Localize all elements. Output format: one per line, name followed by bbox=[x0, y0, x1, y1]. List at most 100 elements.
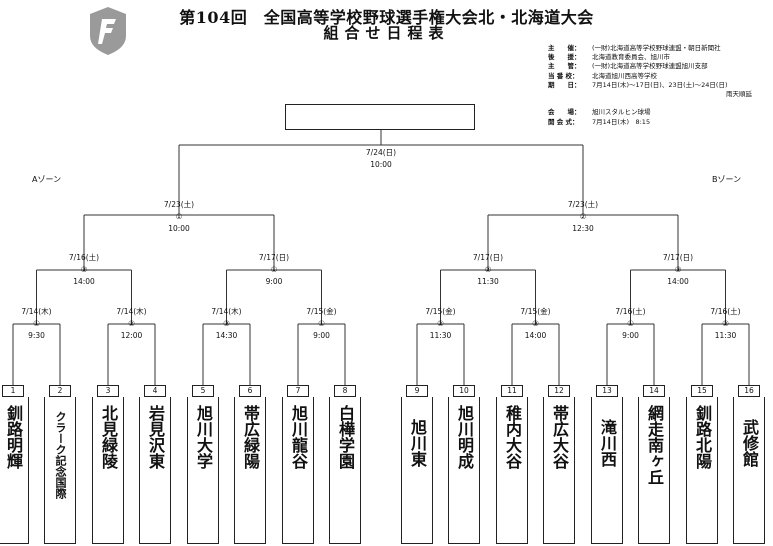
team-name: 武修館 bbox=[740, 419, 759, 467]
semifinal-match-label: 7/23(土) ① 10:00 bbox=[149, 199, 209, 235]
team-box: 旭川明成 bbox=[448, 397, 480, 544]
match-date: 7/16(土) bbox=[615, 307, 646, 316]
match-game: ③ bbox=[532, 319, 539, 328]
info-value: 雨天順延 bbox=[726, 90, 752, 99]
match-date: 7/16(土) bbox=[710, 307, 741, 316]
quarterfinal-match-label: 7/17(日) ③ 14:00 bbox=[648, 252, 708, 288]
champion-box bbox=[285, 104, 475, 130]
info-value: (一財)北海道高等学校野球連盟・朝日新聞社 bbox=[592, 44, 721, 52]
match-date: 7/23(土) bbox=[567, 200, 599, 209]
team-name: クラーク記念国際 bbox=[54, 411, 67, 499]
match-game: ① bbox=[270, 265, 278, 274]
team-number: 8 bbox=[334, 385, 356, 397]
match-date: 7/17(日) bbox=[258, 253, 290, 262]
match-date: 7/24(日) bbox=[365, 148, 397, 157]
team-number: 10 bbox=[453, 385, 475, 397]
team-number: 1 bbox=[2, 385, 24, 397]
match-game: ② bbox=[437, 319, 444, 328]
match-game: ① bbox=[175, 212, 183, 221]
match-game: ③ bbox=[80, 265, 88, 274]
match-time: 14:30 bbox=[215, 331, 238, 340]
info-label: 主 催： bbox=[548, 44, 581, 52]
team-number: 5 bbox=[192, 385, 214, 397]
info-value: 7月14日(木) 8:15 bbox=[592, 117, 651, 126]
team-name: 滝川西 bbox=[598, 419, 617, 467]
match-date: 7/17(日) bbox=[662, 253, 694, 262]
match-game: ② bbox=[484, 265, 492, 274]
team-name: 網走南ヶ丘 bbox=[645, 405, 664, 485]
team-number: 6 bbox=[239, 385, 261, 397]
team-name: 旭川龍谷 bbox=[289, 405, 308, 469]
team-box: 帯広大谷 bbox=[543, 397, 575, 544]
team-number: 4 bbox=[144, 385, 166, 397]
team-number: 13 bbox=[596, 385, 618, 397]
info-label: 主 管： bbox=[548, 62, 581, 71]
final-match-label: 7/24(日) 10:00 bbox=[351, 147, 411, 171]
team-box: 網走南ヶ丘 bbox=[638, 397, 670, 544]
match-date: 7/17(日) bbox=[472, 253, 504, 262]
match-game: ① bbox=[33, 319, 40, 328]
match-game: ③ bbox=[674, 265, 682, 274]
info-row: 期 日：7月14日(木)～17日(日)、23日(土)～24日(日) bbox=[548, 81, 752, 90]
team-name: 北見緑陵 bbox=[99, 405, 118, 469]
team-number: 12 bbox=[548, 385, 570, 397]
match-time: 12:00 bbox=[120, 331, 143, 340]
team-name: 白樺学園 bbox=[336, 405, 355, 469]
info-label: 期 日： bbox=[548, 80, 581, 89]
team-box: 武修館 bbox=[733, 397, 765, 544]
team-box: 旭川東 bbox=[401, 397, 433, 544]
team-name: 帯広緑陽 bbox=[241, 405, 260, 469]
team-number: 2 bbox=[49, 385, 71, 397]
match-date: 7/14(木) bbox=[21, 307, 52, 316]
match-time: 9:00 bbox=[265, 277, 283, 286]
page-title: 第104回 全国高等学校野球選手権大会北・北海道大会 bbox=[179, 8, 594, 27]
match-time: 12:30 bbox=[572, 224, 594, 233]
team-box: 旭川大学 bbox=[187, 397, 219, 544]
info-value: 北海道教育委員会、旭川市 bbox=[592, 53, 670, 62]
match-date: 7/14(木) bbox=[211, 307, 242, 316]
team-number: 11 bbox=[501, 385, 523, 397]
match-date: 7/14(木) bbox=[116, 307, 147, 316]
match-date: 7/15(金) bbox=[306, 307, 337, 316]
info-row: 後 援：北海道教育委員会、旭川市 bbox=[548, 53, 752, 62]
team-number: 9 bbox=[406, 385, 428, 397]
team-name: 稚内大谷 bbox=[503, 405, 522, 469]
match-game: ② bbox=[579, 212, 587, 221]
match-game: ② bbox=[128, 319, 135, 328]
team-box: 白樺学園 bbox=[329, 397, 361, 544]
quarterfinal-match-label: 7/17(日) ① 9:00 bbox=[244, 252, 304, 288]
team-number: 7 bbox=[287, 385, 309, 397]
team-box: 釧路明輝 bbox=[0, 397, 29, 544]
info-row: 主 催： (一財)北海道高等学校野球連盟・朝日新聞社 bbox=[548, 44, 752, 53]
first-round-match-label: 7/14(木) ③ 14:30 bbox=[197, 306, 257, 342]
match-date: 7/15(金) bbox=[520, 307, 551, 316]
match-date: 7/16(土) bbox=[68, 253, 100, 262]
first-round-match-label: 7/14(木) ② 12:00 bbox=[102, 306, 162, 342]
match-time: 10:00 bbox=[168, 224, 190, 233]
team-box: クラーク記念国際 bbox=[44, 397, 76, 544]
match-game: ③ bbox=[223, 319, 230, 328]
team-name: 旭川大学 bbox=[194, 405, 213, 469]
team-box: 釧路北陽 bbox=[686, 397, 718, 544]
info-row: 雨天順延 bbox=[548, 90, 752, 99]
info-row: 会 場：旭川スタルヒン球場 bbox=[548, 108, 752, 117]
team-box: 岩見沢東 bbox=[139, 397, 171, 544]
team-name: 岩見沢東 bbox=[146, 405, 165, 469]
info-row: 主 管： (一財)北海道高等学校野球連盟旭川支部 bbox=[548, 62, 752, 71]
info-label: 当 番 校： bbox=[548, 71, 579, 80]
match-time: 10:00 bbox=[370, 160, 392, 169]
match-time: 11:30 bbox=[477, 277, 499, 286]
info-value: (一財)北海道高等学校野球連盟旭川支部 bbox=[592, 62, 708, 71]
match-time: 14:00 bbox=[667, 277, 689, 286]
team-box: 北見緑陵 bbox=[92, 397, 124, 544]
team-name: 釧路北陽 bbox=[693, 405, 712, 469]
team-number: 3 bbox=[97, 385, 119, 397]
association-logo-icon bbox=[90, 7, 126, 55]
match-date: 7/23(土) bbox=[163, 200, 195, 209]
